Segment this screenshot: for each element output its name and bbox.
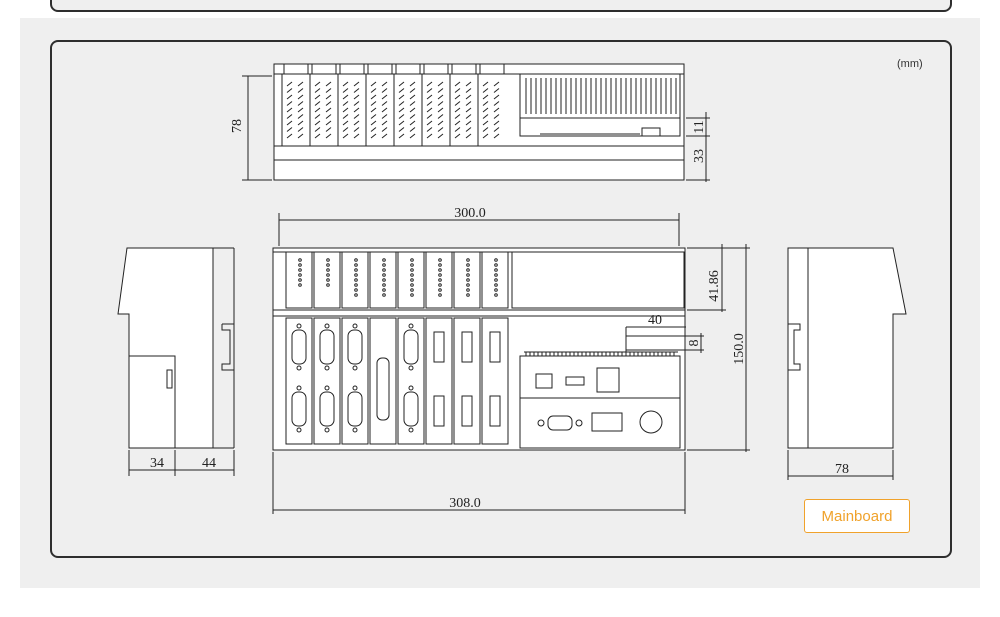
- mainboard-button[interactable]: Mainboard: [804, 499, 910, 533]
- dim-front-connector-w: 40: [648, 313, 662, 328]
- dim-front-height: 150.0: [732, 333, 747, 365]
- dim-left-a: 34: [150, 456, 164, 471]
- dim-front-connector-h: 8: [687, 340, 702, 347]
- dim-left-b: 44: [202, 456, 216, 471]
- dim-front-width-inner: 300.0: [454, 206, 486, 221]
- right-side-view: 78: [787, 247, 907, 480]
- top-view: 78 11 33: [230, 63, 710, 182]
- dim-right-depth: 78: [835, 462, 849, 477]
- unit-label: (mm): [897, 58, 923, 70]
- dim-front-width-outer: 308.0: [449, 496, 481, 511]
- dim-front-top-section: 41.86: [707, 270, 722, 302]
- previous-card: [50, 0, 952, 12]
- left-side-view: 34 44: [117, 247, 235, 476]
- dim-top-right-b: 33: [692, 149, 707, 163]
- dim-top-height: 78: [230, 119, 245, 133]
- front-view: 300.0 308.0 150.0 41.86 40 8: [272, 206, 750, 514]
- dim-top-right-a: 11: [692, 120, 707, 133]
